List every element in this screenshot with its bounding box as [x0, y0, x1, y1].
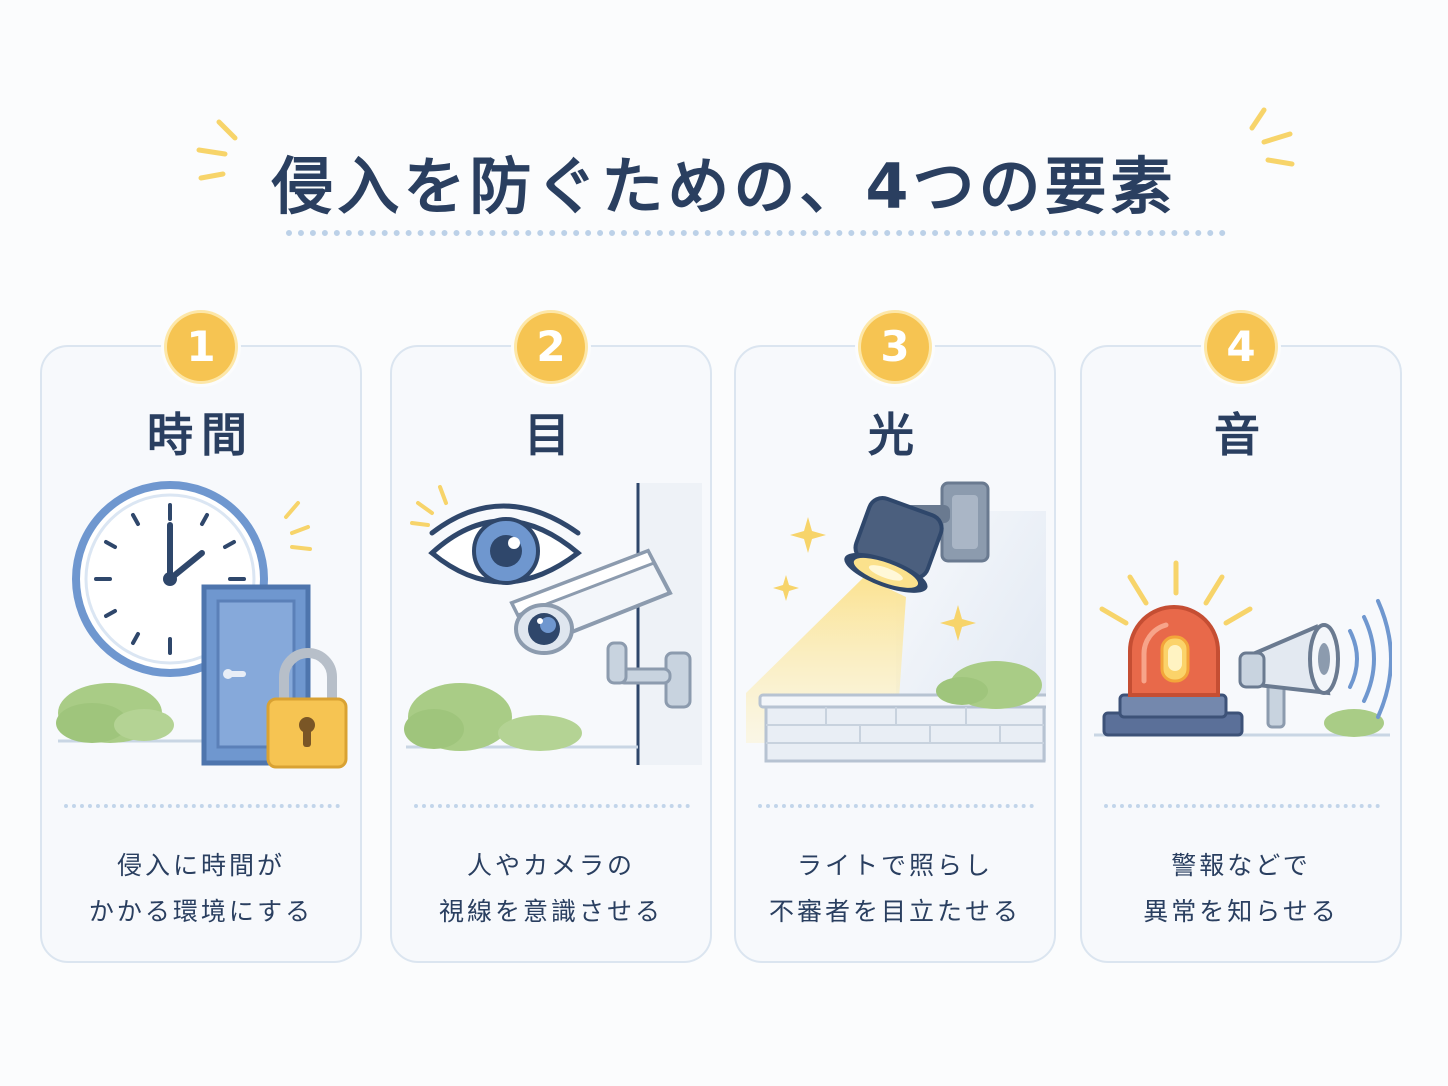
- badge-1: 1: [161, 307, 241, 387]
- header: 侵入を防ぐための、4つの要素: [0, 107, 1448, 238]
- desc-line: 警報などで: [1171, 851, 1311, 880]
- card-description: 警報などで 異常を知らせる: [1082, 843, 1400, 935]
- card-divider: [1104, 804, 1380, 808]
- spotlight-icon: [746, 481, 1046, 763]
- clock-door-lock-icon: [56, 481, 348, 769]
- badge-number: 4: [1207, 313, 1275, 381]
- alarm-megaphone-icon: [1094, 560, 1392, 737]
- sparkle-right-icon: [1249, 107, 1295, 167]
- card-time: 1 時間: [40, 307, 362, 963]
- card-title: 光: [868, 408, 922, 462]
- desc-line: かかる環境にする: [88, 897, 314, 926]
- badge-number: 1: [167, 313, 235, 381]
- eye-camera-icon: [404, 483, 702, 765]
- desc-line: 視線を意識させる: [438, 897, 663, 926]
- desc-line: ライトで照らし: [796, 851, 993, 880]
- card-light: 3 光: [734, 307, 1056, 963]
- card-title: 時間: [147, 408, 255, 462]
- card-sound: 4 音 警報など: [1080, 307, 1402, 963]
- card-divider: [414, 804, 690, 808]
- page-title: 侵入を防ぐための、4つの要素: [271, 150, 1177, 223]
- card-description: ライトで照らし 不審者を目立たせる: [736, 843, 1054, 935]
- badge-2: 2: [511, 307, 591, 387]
- badge-3: 3: [855, 307, 935, 387]
- desc-line: 異常を知らせる: [1143, 897, 1339, 926]
- badge-number: 2: [517, 313, 585, 381]
- desc-line: 人やカメラの: [466, 851, 635, 880]
- card-divider: [758, 804, 1034, 808]
- card-title: 音: [1214, 408, 1268, 462]
- card-title: 目: [524, 408, 578, 462]
- desc-line: 侵入に時間が: [116, 851, 285, 880]
- card-description: 人やカメラの 視線を意識させる: [392, 843, 710, 935]
- title-divider: [286, 230, 1226, 236]
- desc-line: 不審者を目立たせる: [768, 897, 1021, 926]
- card-eye: 2 目 人やカメラの 視線を: [390, 307, 712, 963]
- badge-4: 4: [1201, 307, 1281, 387]
- card-description: 侵入に時間が かかる環境にする: [42, 843, 360, 935]
- badge-number: 3: [861, 313, 929, 381]
- card-divider: [64, 804, 340, 808]
- sparkle-left-icon: [196, 119, 238, 181]
